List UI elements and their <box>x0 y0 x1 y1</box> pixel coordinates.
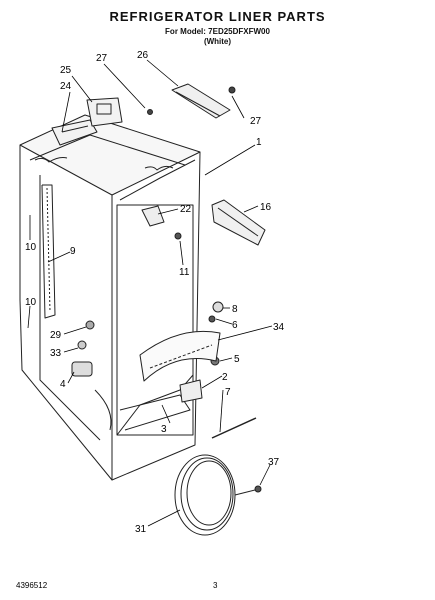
color-line: (White) <box>203 37 232 46</box>
callout-31: 31 <box>135 524 147 535</box>
callout-16: 16 <box>260 202 272 213</box>
screw-27 <box>228 86 236 94</box>
part-33 <box>77 340 87 350</box>
page-title: REFRIGERATOR LINER PARTS <box>109 9 326 24</box>
callout-9: 9 <box>70 246 76 257</box>
callout-3: 3 <box>161 424 167 435</box>
part-29 <box>85 320 95 330</box>
top-bracket <box>51 97 123 146</box>
side-trim <box>211 199 266 246</box>
callout-4: 4 <box>60 379 66 390</box>
screw-37 <box>254 485 262 493</box>
callout-26: 26 <box>137 50 149 61</box>
model-line: For Model: 7ED25DFXFW00 <box>165 27 270 36</box>
callout-10-lower: 10 <box>25 297 37 308</box>
part-4 <box>71 361 93 377</box>
tie-7 <box>211 417 257 439</box>
bracket-2 <box>179 379 203 403</box>
callout-11: 11 <box>179 267 190 278</box>
callout-8: 8 <box>232 304 238 315</box>
callout-6: 6 <box>232 320 238 331</box>
screw-6 <box>208 315 216 323</box>
coil-tubing <box>174 454 256 536</box>
callout-7: 7 <box>225 387 231 398</box>
callout-2: 2 <box>222 372 228 383</box>
callout-34: 34 <box>273 322 285 333</box>
callout-27-right: 27 <box>250 116 262 127</box>
liner-body <box>19 114 201 481</box>
screw-27-left <box>147 109 153 115</box>
rail <box>41 184 56 319</box>
callout-10-upper: 10 <box>25 242 37 253</box>
callout-5: 5 <box>234 354 240 365</box>
document-number: 4396512 <box>16 581 48 590</box>
callout-27-top: 27 <box>96 53 108 64</box>
duct-cover <box>139 330 221 382</box>
callout-24: 24 <box>60 81 72 92</box>
grommet-8 <box>212 301 224 313</box>
callout-29: 29 <box>50 330 62 341</box>
small-bracket <box>141 205 182 240</box>
callout-37: 37 <box>268 457 280 468</box>
page-number: 3 <box>213 581 218 590</box>
callout-1: 1 <box>256 137 262 148</box>
upper-rail <box>171 83 231 119</box>
callout-22: 22 <box>180 204 192 215</box>
callout-25: 25 <box>60 65 72 76</box>
callout-33: 33 <box>50 348 62 359</box>
